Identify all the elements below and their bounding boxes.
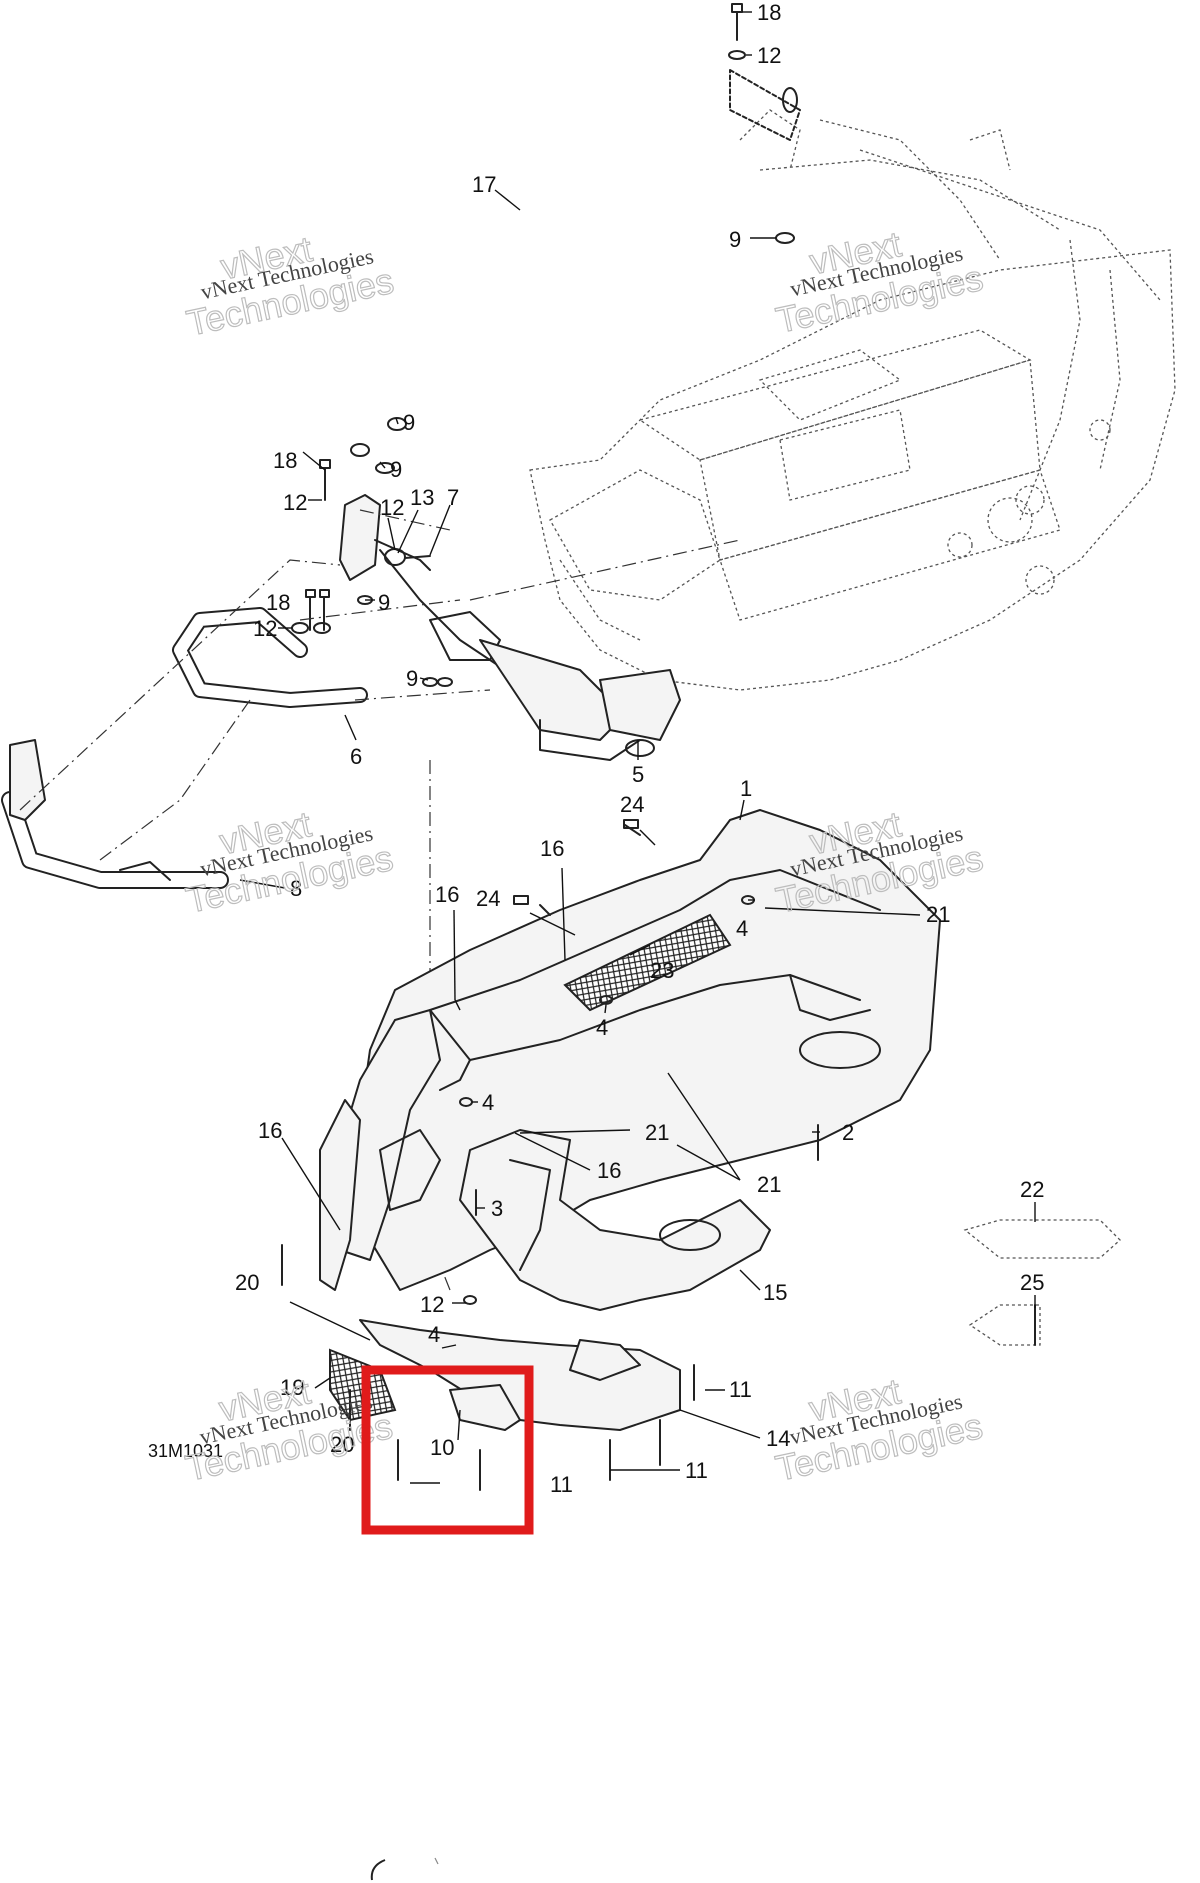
- callout-25: 25: [1020, 1270, 1044, 1295]
- watermark-bottom-right: vNext vNext Technologies Technologies: [771, 1370, 986, 1490]
- front-bumper-8: [1, 739, 229, 889]
- callout-24: 24: [476, 886, 500, 911]
- callout-23: 23: [650, 958, 674, 983]
- watermark-mid-right: vNext vNext Technologies Technologies: [772, 803, 987, 922]
- callout-11: 11: [685, 1458, 708, 1483]
- callout-9: 9: [390, 457, 402, 482]
- fasteners: [281, 819, 819, 1491]
- callout-14: 14: [766, 1426, 790, 1451]
- callout-12: 12: [757, 43, 781, 68]
- callout-13: 13: [410, 485, 434, 510]
- callout-15: 15: [763, 1280, 787, 1305]
- callout-19: 19: [280, 1375, 304, 1400]
- callout-11: 11: [729, 1377, 752, 1402]
- callout-7: 7: [447, 485, 459, 510]
- callout-12: 12: [283, 490, 307, 515]
- callout-9: 9: [406, 666, 418, 691]
- callout-9: 9: [403, 410, 415, 435]
- callout-10: 10: [430, 1435, 454, 1460]
- callout-22: 22: [1020, 1177, 1044, 1202]
- callout-3: 3: [491, 1196, 503, 1221]
- callout-24: 24: [620, 792, 644, 817]
- callout-17: 17: [472, 172, 496, 197]
- diagram-code: 31M1031: [148, 1441, 223, 1461]
- callout-16: 16: [435, 882, 459, 907]
- callout-12: 12: [253, 616, 277, 641]
- callout-5: 5: [632, 762, 644, 787]
- watermark-top-left: vNext vNext Technologies Technologies: [182, 228, 397, 345]
- callout-12: 12: [420, 1292, 444, 1317]
- bolt-18-top: [728, 3, 746, 60]
- callout-8: 8: [290, 876, 302, 901]
- highlight-box: [361, 1365, 534, 1535]
- leader-lines: [239, 11, 1036, 1484]
- callout-9: 9: [378, 590, 390, 615]
- callout-4: 4: [736, 916, 748, 941]
- watermark-mid-left: vNext vNext Technologies Technologies: [182, 803, 397, 922]
- callout-9: 9: [729, 227, 741, 252]
- callout-18: 18: [757, 0, 781, 25]
- steering-column-5: [379, 549, 681, 761]
- callout-16: 16: [258, 1118, 282, 1143]
- handlebar-17: [350, 69, 801, 459]
- stray-mark: [370, 1859, 386, 1881]
- callout-4: 4: [428, 1322, 440, 1347]
- chassis-frame-ghost: [529, 109, 1176, 691]
- front-bumper-6: [172, 607, 368, 708]
- callout-4: 4: [596, 1015, 608, 1040]
- stray-mark: [434, 1857, 439, 1865]
- watermark-top-right: vNext vNext Technologies Technologies: [772, 223, 987, 342]
- callout-labels: 18 12 17 9 9 18 9 12 12 13 7 18 9 12 9 6…: [148, 0, 1044, 1497]
- callout-2: 2: [842, 1120, 854, 1145]
- callout-21: 21: [645, 1120, 669, 1145]
- callout-12: 12: [380, 495, 404, 520]
- callout-6: 6: [350, 744, 362, 769]
- callout-18: 18: [273, 448, 297, 473]
- callout-16: 16: [540, 836, 564, 861]
- hardware-9: [357, 232, 795, 687]
- callout-4: 4: [482, 1090, 494, 1115]
- callout-20: 20: [235, 1270, 259, 1295]
- callout-20: 20: [330, 1432, 354, 1457]
- hood-1: [319, 809, 941, 1431]
- callout-1: 1: [740, 776, 752, 801]
- callout-21: 21: [926, 902, 950, 927]
- part-22-25: [963, 1219, 1121, 1346]
- callout-11: 11: [550, 1472, 573, 1497]
- callout-18: 18: [266, 590, 290, 615]
- callout-16: 16: [597, 1158, 621, 1183]
- callout-21: 21: [757, 1172, 781, 1197]
